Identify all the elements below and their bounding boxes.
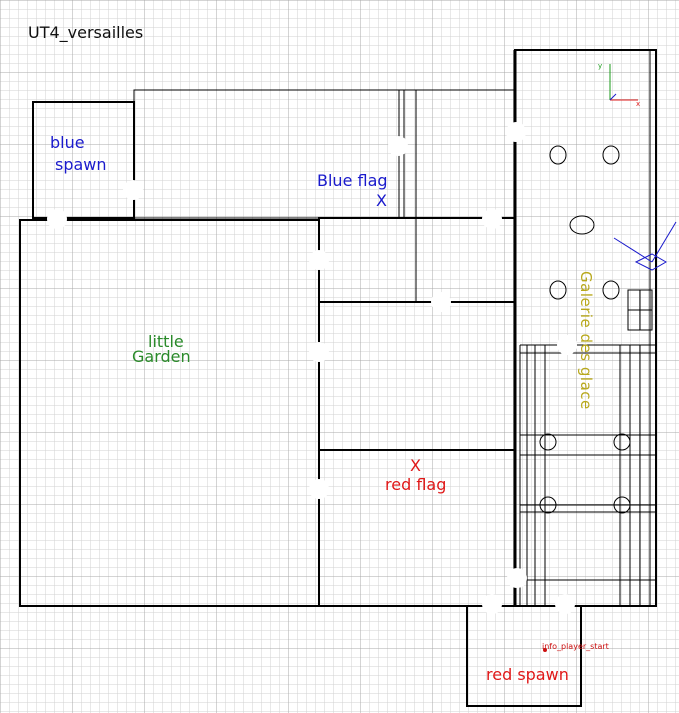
label-blue-spawn: blue xyxy=(50,133,85,152)
pillar xyxy=(569,215,595,235)
pillar xyxy=(613,496,631,514)
pillar xyxy=(602,280,620,300)
axis-gizmo-icon: y x xyxy=(598,62,640,108)
player-start-marker xyxy=(543,648,547,652)
room-little-garden xyxy=(19,219,320,607)
label-red-flag: red flag xyxy=(385,475,447,494)
label-blue-flag: Blue flag xyxy=(317,171,388,190)
label-info-player-start: info_player_start xyxy=(542,642,609,651)
svg-text:x: x xyxy=(636,100,640,108)
label-blue-spawn-2: spawn xyxy=(55,155,107,174)
pillar xyxy=(613,433,631,451)
pillar xyxy=(539,496,557,514)
pillar xyxy=(539,433,557,451)
label-little-garden: little xyxy=(148,332,184,351)
room-red-spawn xyxy=(466,605,582,707)
camera-icon xyxy=(613,221,677,271)
pillar xyxy=(549,145,567,165)
label-red-spawn: red spawn xyxy=(486,665,569,684)
map-title: UT4_versailles xyxy=(28,23,144,42)
red-flag-marker: X xyxy=(410,456,421,475)
blue-flag-marker: X xyxy=(376,191,387,210)
label-little-garden-2: Garden xyxy=(132,347,191,366)
svg-text:y: y xyxy=(598,62,602,70)
pillar xyxy=(549,280,567,300)
pillar xyxy=(602,145,620,165)
door-node-icon xyxy=(47,122,577,614)
label-galerie: Galerie des glace xyxy=(577,271,595,410)
